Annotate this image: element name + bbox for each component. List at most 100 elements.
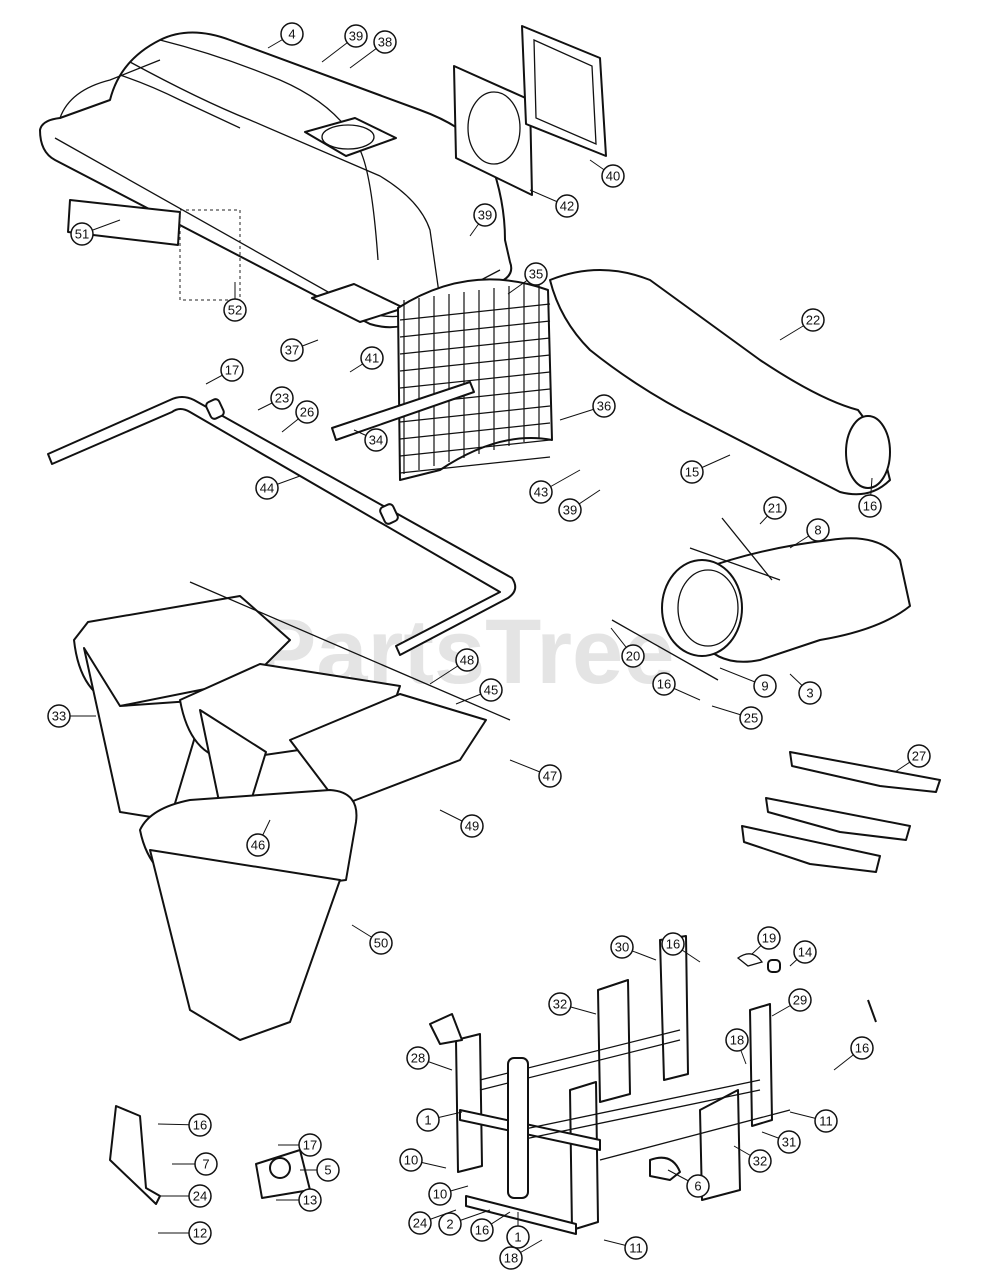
callout-circle <box>814 1109 838 1133</box>
callout-number: 52 <box>228 303 242 318</box>
callout-circle <box>555 194 579 218</box>
callout-circle <box>428 1182 452 1206</box>
callout-circle <box>438 1212 462 1236</box>
callout-circle <box>798 681 822 705</box>
callout-number: 33 <box>52 709 66 724</box>
callout-34: 34 <box>353 428 388 452</box>
callout-27: 27 <box>894 744 931 773</box>
callout-circle <box>369 931 393 955</box>
callout-circle <box>777 1130 801 1154</box>
callout-number: 43 <box>534 485 548 500</box>
callout-circle <box>473 203 497 227</box>
callout-number: 37 <box>285 343 299 358</box>
mount-frame <box>429 935 877 1235</box>
callout-20: 20 <box>610 627 645 668</box>
callout-circle <box>255 476 279 500</box>
callout-circle <box>188 1221 212 1245</box>
callout-circle <box>524 262 548 286</box>
callout-circle <box>479 678 503 702</box>
callout-circle <box>280 338 304 362</box>
callout-number: 9 <box>761 679 768 694</box>
mesh-bracket <box>331 381 475 441</box>
callout-number: 39 <box>349 29 363 44</box>
callout-10: 10 <box>428 1182 469 1206</box>
callout-circle <box>399 1148 423 1172</box>
callout-36: 36 <box>559 394 616 421</box>
callout-circle <box>601 164 625 188</box>
callout-number: 49 <box>465 819 479 834</box>
callout-16: 16 <box>833 1036 874 1071</box>
callout-number: 22 <box>806 313 820 328</box>
callout-number: 16 <box>855 1041 869 1056</box>
callout-circle <box>373 30 397 54</box>
callout-number: 32 <box>753 1154 767 1169</box>
callout-31: 31 <box>761 1130 801 1154</box>
callout-17: 17 <box>278 1133 322 1157</box>
callout-circle <box>499 1246 523 1270</box>
callout-circle <box>652 672 676 696</box>
callout-circle <box>788 988 812 1012</box>
callout-number: 34 <box>369 433 383 448</box>
callout-circle <box>408 1211 432 1235</box>
callout-circle <box>70 222 94 246</box>
callout-circle <box>739 706 763 730</box>
callout-circle <box>298 1133 322 1157</box>
callout-circle <box>47 704 71 728</box>
callout-33: 33 <box>47 704 96 728</box>
callout-circle <box>223 298 247 322</box>
callout-number: 47 <box>543 769 557 784</box>
callout-circle <box>460 814 484 838</box>
callout-circle <box>298 1188 322 1212</box>
callout-47: 47 <box>509 759 562 788</box>
callout-number: 3 <box>806 686 813 701</box>
callout-circle <box>246 833 270 857</box>
callout-35: 35 <box>507 262 548 295</box>
callout-6: 6 <box>667 1169 710 1198</box>
callout-circle <box>280 22 304 46</box>
callout-number: 44 <box>260 481 274 496</box>
callout-10: 10 <box>399 1148 447 1172</box>
callout-number: 15 <box>685 465 699 480</box>
callout-32: 32 <box>733 1145 772 1173</box>
callout-number: 42 <box>560 199 574 214</box>
callout-number: 16 <box>475 1223 489 1238</box>
bracket-5 <box>255 1149 311 1199</box>
chute-elbow <box>611 517 911 681</box>
callout-37: 37 <box>280 338 319 362</box>
callout-circle <box>406 1046 430 1070</box>
callout-28: 28 <box>406 1046 453 1071</box>
callout-8: 8 <box>789 518 830 549</box>
callout-22: 22 <box>779 308 825 341</box>
callout-number: 4 <box>288 27 295 42</box>
callout-circle <box>907 744 931 768</box>
callout-circle <box>360 346 384 370</box>
callout-number: 18 <box>730 1033 744 1048</box>
callout-number: 20 <box>626 649 640 664</box>
callout-50: 50 <box>351 924 393 955</box>
callout-29: 29 <box>771 988 812 1017</box>
callout-40: 40 <box>589 159 625 188</box>
callout-circle <box>220 358 244 382</box>
support-rod <box>47 396 517 656</box>
callout-circle <box>793 940 817 964</box>
callout-circle <box>757 926 781 950</box>
callout-11: 11 <box>603 1236 648 1260</box>
callout-number: 38 <box>378 35 392 50</box>
callout-30: 30 <box>610 935 657 961</box>
callout-44: 44 <box>255 475 301 500</box>
callout-number: 28 <box>411 1051 425 1066</box>
callout-number: 7 <box>202 1157 209 1172</box>
callout-circle <box>529 480 553 504</box>
callout-number: 5 <box>324 1163 331 1178</box>
callout-number: 29 <box>793 993 807 1008</box>
callout-number: 16 <box>657 677 671 692</box>
callout-21: 21 <box>759 496 787 525</box>
callout-number: 24 <box>413 1216 427 1231</box>
callout-19: 19 <box>751 926 781 955</box>
callout-49: 49 <box>439 809 484 838</box>
callout-18: 18 <box>725 1028 749 1065</box>
callout-circle <box>316 1158 340 1182</box>
callout-number: 14 <box>798 945 812 960</box>
bracket-7 <box>109 1105 161 1205</box>
